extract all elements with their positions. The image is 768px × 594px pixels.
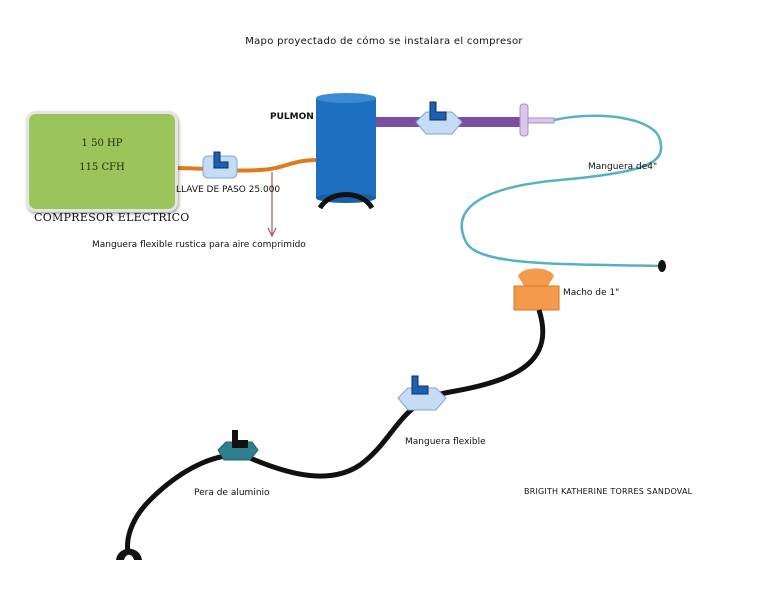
tank-icon (316, 93, 376, 210)
pera-icon (217, 430, 259, 461)
teal-hose (460, 114, 663, 268)
valve-icon (397, 375, 447, 411)
author-label: BRIGITH KATHERINE TORRES SANDOVAL (524, 487, 693, 496)
compressor-flow: 115 CFH (79, 162, 125, 173)
pointer-arrowhead (267, 227, 277, 238)
compressor-power: 1 50 HP (81, 138, 123, 149)
compressor-box: 1 50 HP 115 CFH (26, 111, 178, 212)
pulmon-label: PULMON (270, 112, 314, 122)
diagram-title: Mapo proyectado de cómo se instalara el … (245, 36, 523, 47)
manguera-flexible-label: Manguera flexible (405, 437, 486, 447)
llave-de-paso-label: LLAVE DE PASO 25.000 (176, 185, 281, 195)
valve-icon (202, 151, 238, 179)
manguera-4-label: Manguera de4" (588, 162, 658, 172)
valve-icon (415, 101, 463, 135)
hose-end-icon (116, 548, 142, 560)
black-hose (125, 309, 546, 553)
compressor-label: COMPRESOR ELECTRICO (34, 211, 190, 224)
nozzle-icon (519, 103, 555, 137)
macho-label: Macho de 1" (563, 288, 620, 298)
hose-end-icon (658, 260, 666, 272)
coupling-icon (513, 268, 560, 311)
pera-label: Pera de aluminio (194, 488, 270, 498)
orange-hose (171, 158, 319, 173)
manguera-rustica-label: Manguera flexible rustica para aire comp… (92, 240, 306, 250)
